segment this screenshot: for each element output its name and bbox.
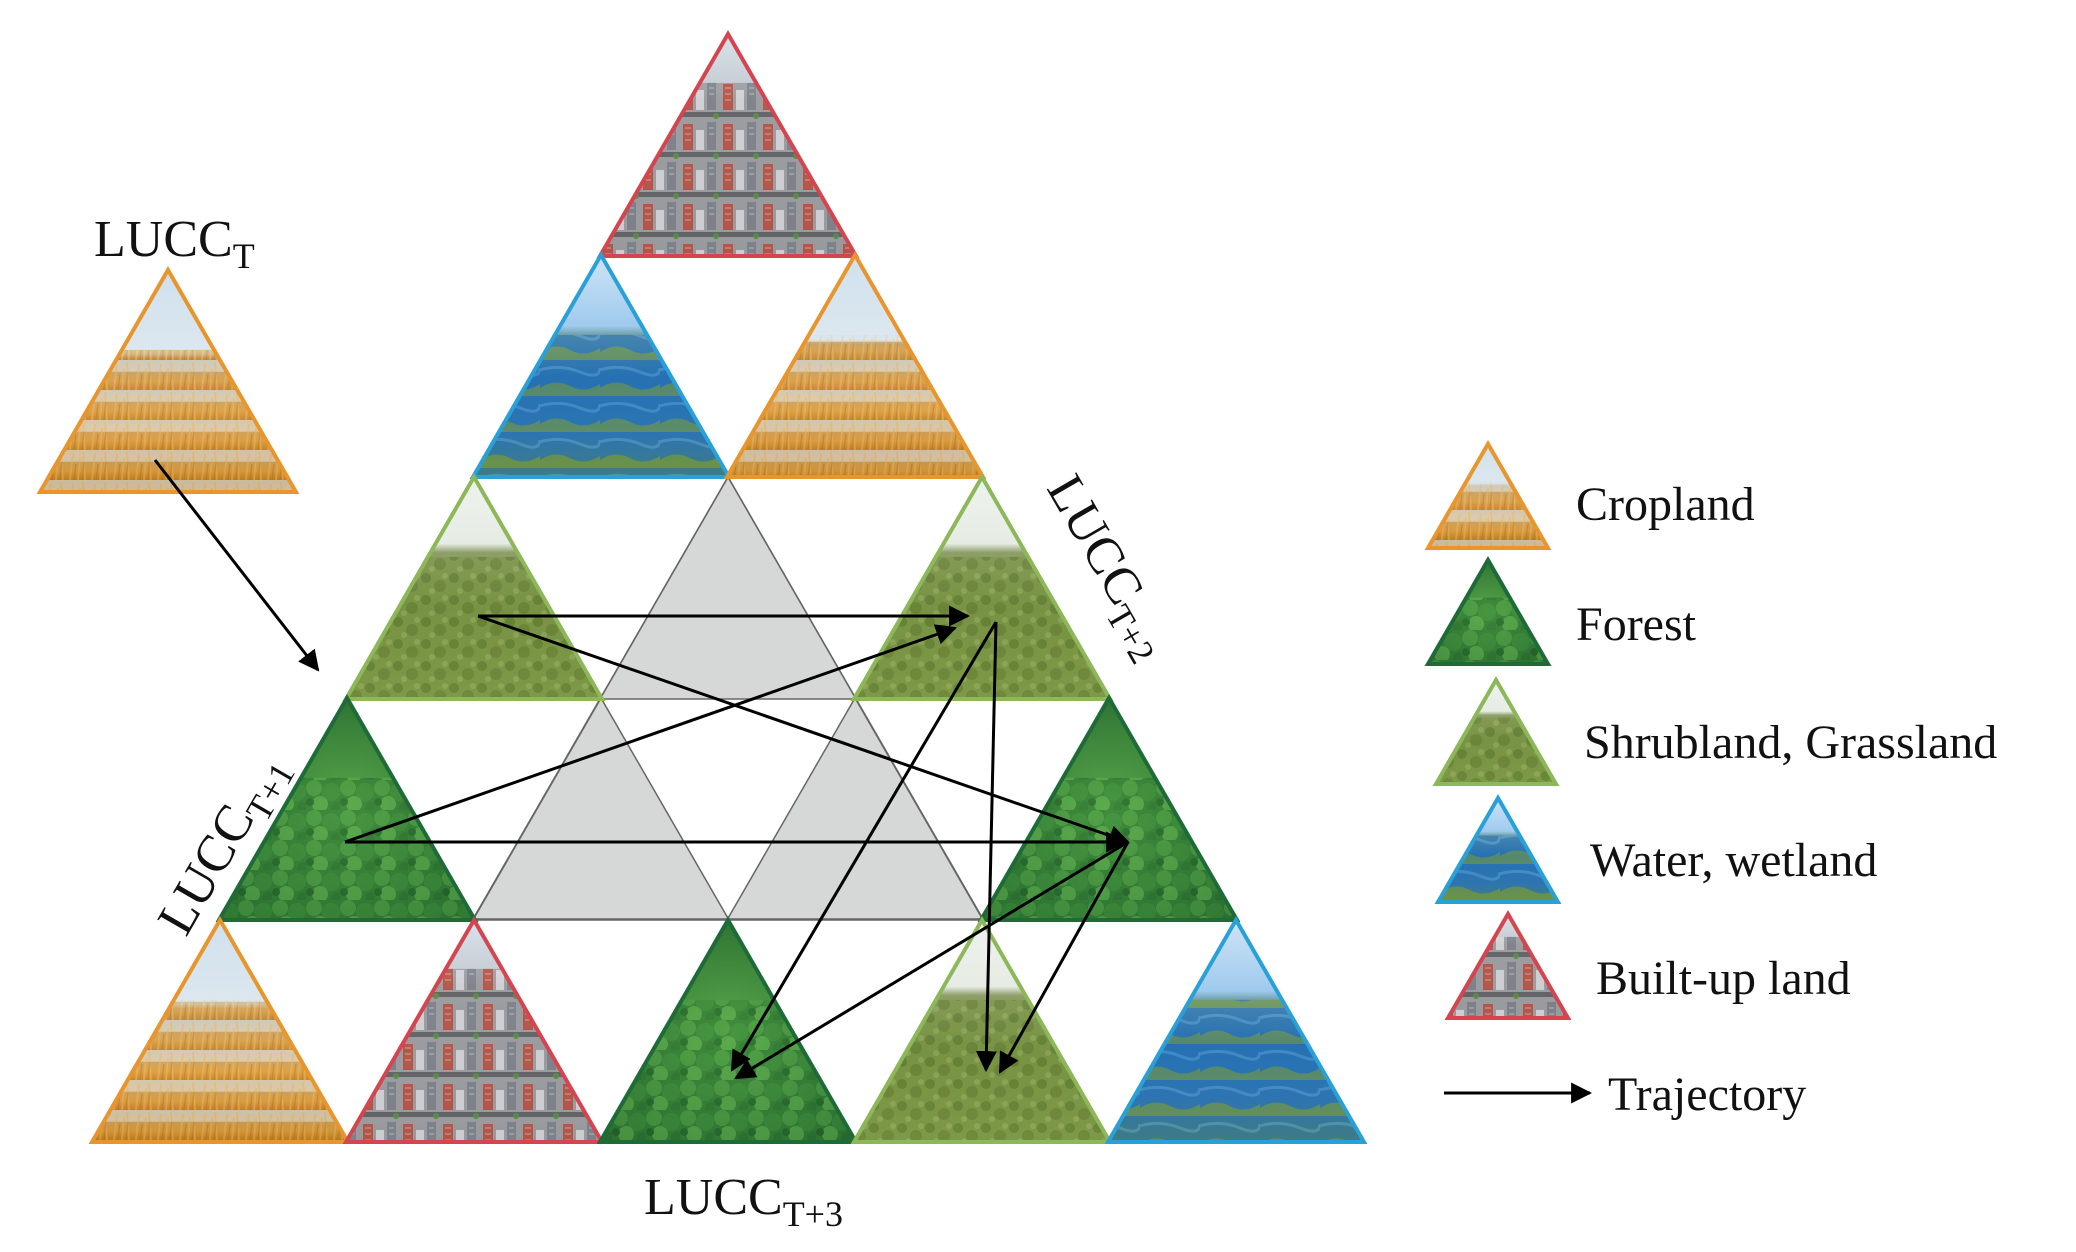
tile-r2-cropland [723, 250, 987, 479]
lucc-t-label: LUCCT [94, 211, 255, 276]
arrow-shrub-to-bottom-forest [730, 621, 998, 1072]
legend-shrub-grassland-icon [1432, 675, 1560, 786]
legend-icon-shrub [1432, 675, 1560, 786]
tile-r5-cropland [88, 915, 352, 1144]
tile-r5-shrub [850, 915, 1114, 1144]
trajectory-arrows [153, 459, 1130, 1080]
legend-label-forest: Forest [1576, 598, 1697, 651]
tile-r5-forest [596, 915, 860, 1144]
arrow-lucc-t-to-forest [153, 459, 320, 672]
center-tri-right [725, 696, 985, 921]
legend-icon-cropland [1424, 439, 1552, 550]
tile-r1-built [596, 29, 860, 258]
legend-built-city-icon [1444, 909, 1572, 1020]
tile-r5-water [1104, 915, 1368, 1144]
center-tri-left [471, 696, 731, 921]
lucc-t3-label: LUCCT+3 [644, 1169, 843, 1234]
tile-r5-built [342, 915, 606, 1144]
tile-r4-left-forest [215, 693, 479, 922]
legend: Cropland Forest Shrubland, Grassland Wat… [1424, 439, 1997, 1121]
legend-label-cropland: Cropland [1576, 478, 1755, 531]
legend-icon-forest [1424, 555, 1552, 666]
legend-label-built: Built-up land [1596, 952, 1851, 1005]
legend-icon-built [1444, 909, 1572, 1020]
legend-water-wetland-icon [1434, 793, 1562, 904]
tile-lucc-t-cropland [36, 265, 300, 494]
tile-r3-left-shrub [342, 472, 606, 701]
tile-r4-right-forest [977, 693, 1241, 922]
arrow-shrub-to-forest [477, 614, 1130, 846]
arrow-forest-to-bottom-forest [734, 840, 1129, 1080]
arrow-forest-to-shrub [344, 624, 957, 844]
land-use-tiles [36, 29, 1368, 1144]
legend-cropland-wheat-field-icon [1424, 439, 1552, 550]
legend-label-shrub: Shrubland, Grassland [1584, 716, 1997, 769]
tile-r3-right-shrub [850, 472, 1114, 701]
arrow-forest-to-bottom-shrub [998, 841, 1130, 1074]
arrow-shrub-to-bottom-shrub [975, 621, 998, 1073]
legend-label-water: Water, wetland [1590, 834, 1877, 887]
center-tri-top [598, 475, 858, 700]
legend-icon-water [1434, 793, 1562, 904]
tile-r2-water [469, 250, 733, 479]
center-grey-triangles [471, 475, 985, 921]
legend-forest-forest-canopy-icon [1424, 555, 1552, 666]
legend-label-trajectory: Trajectory [1608, 1068, 1806, 1121]
